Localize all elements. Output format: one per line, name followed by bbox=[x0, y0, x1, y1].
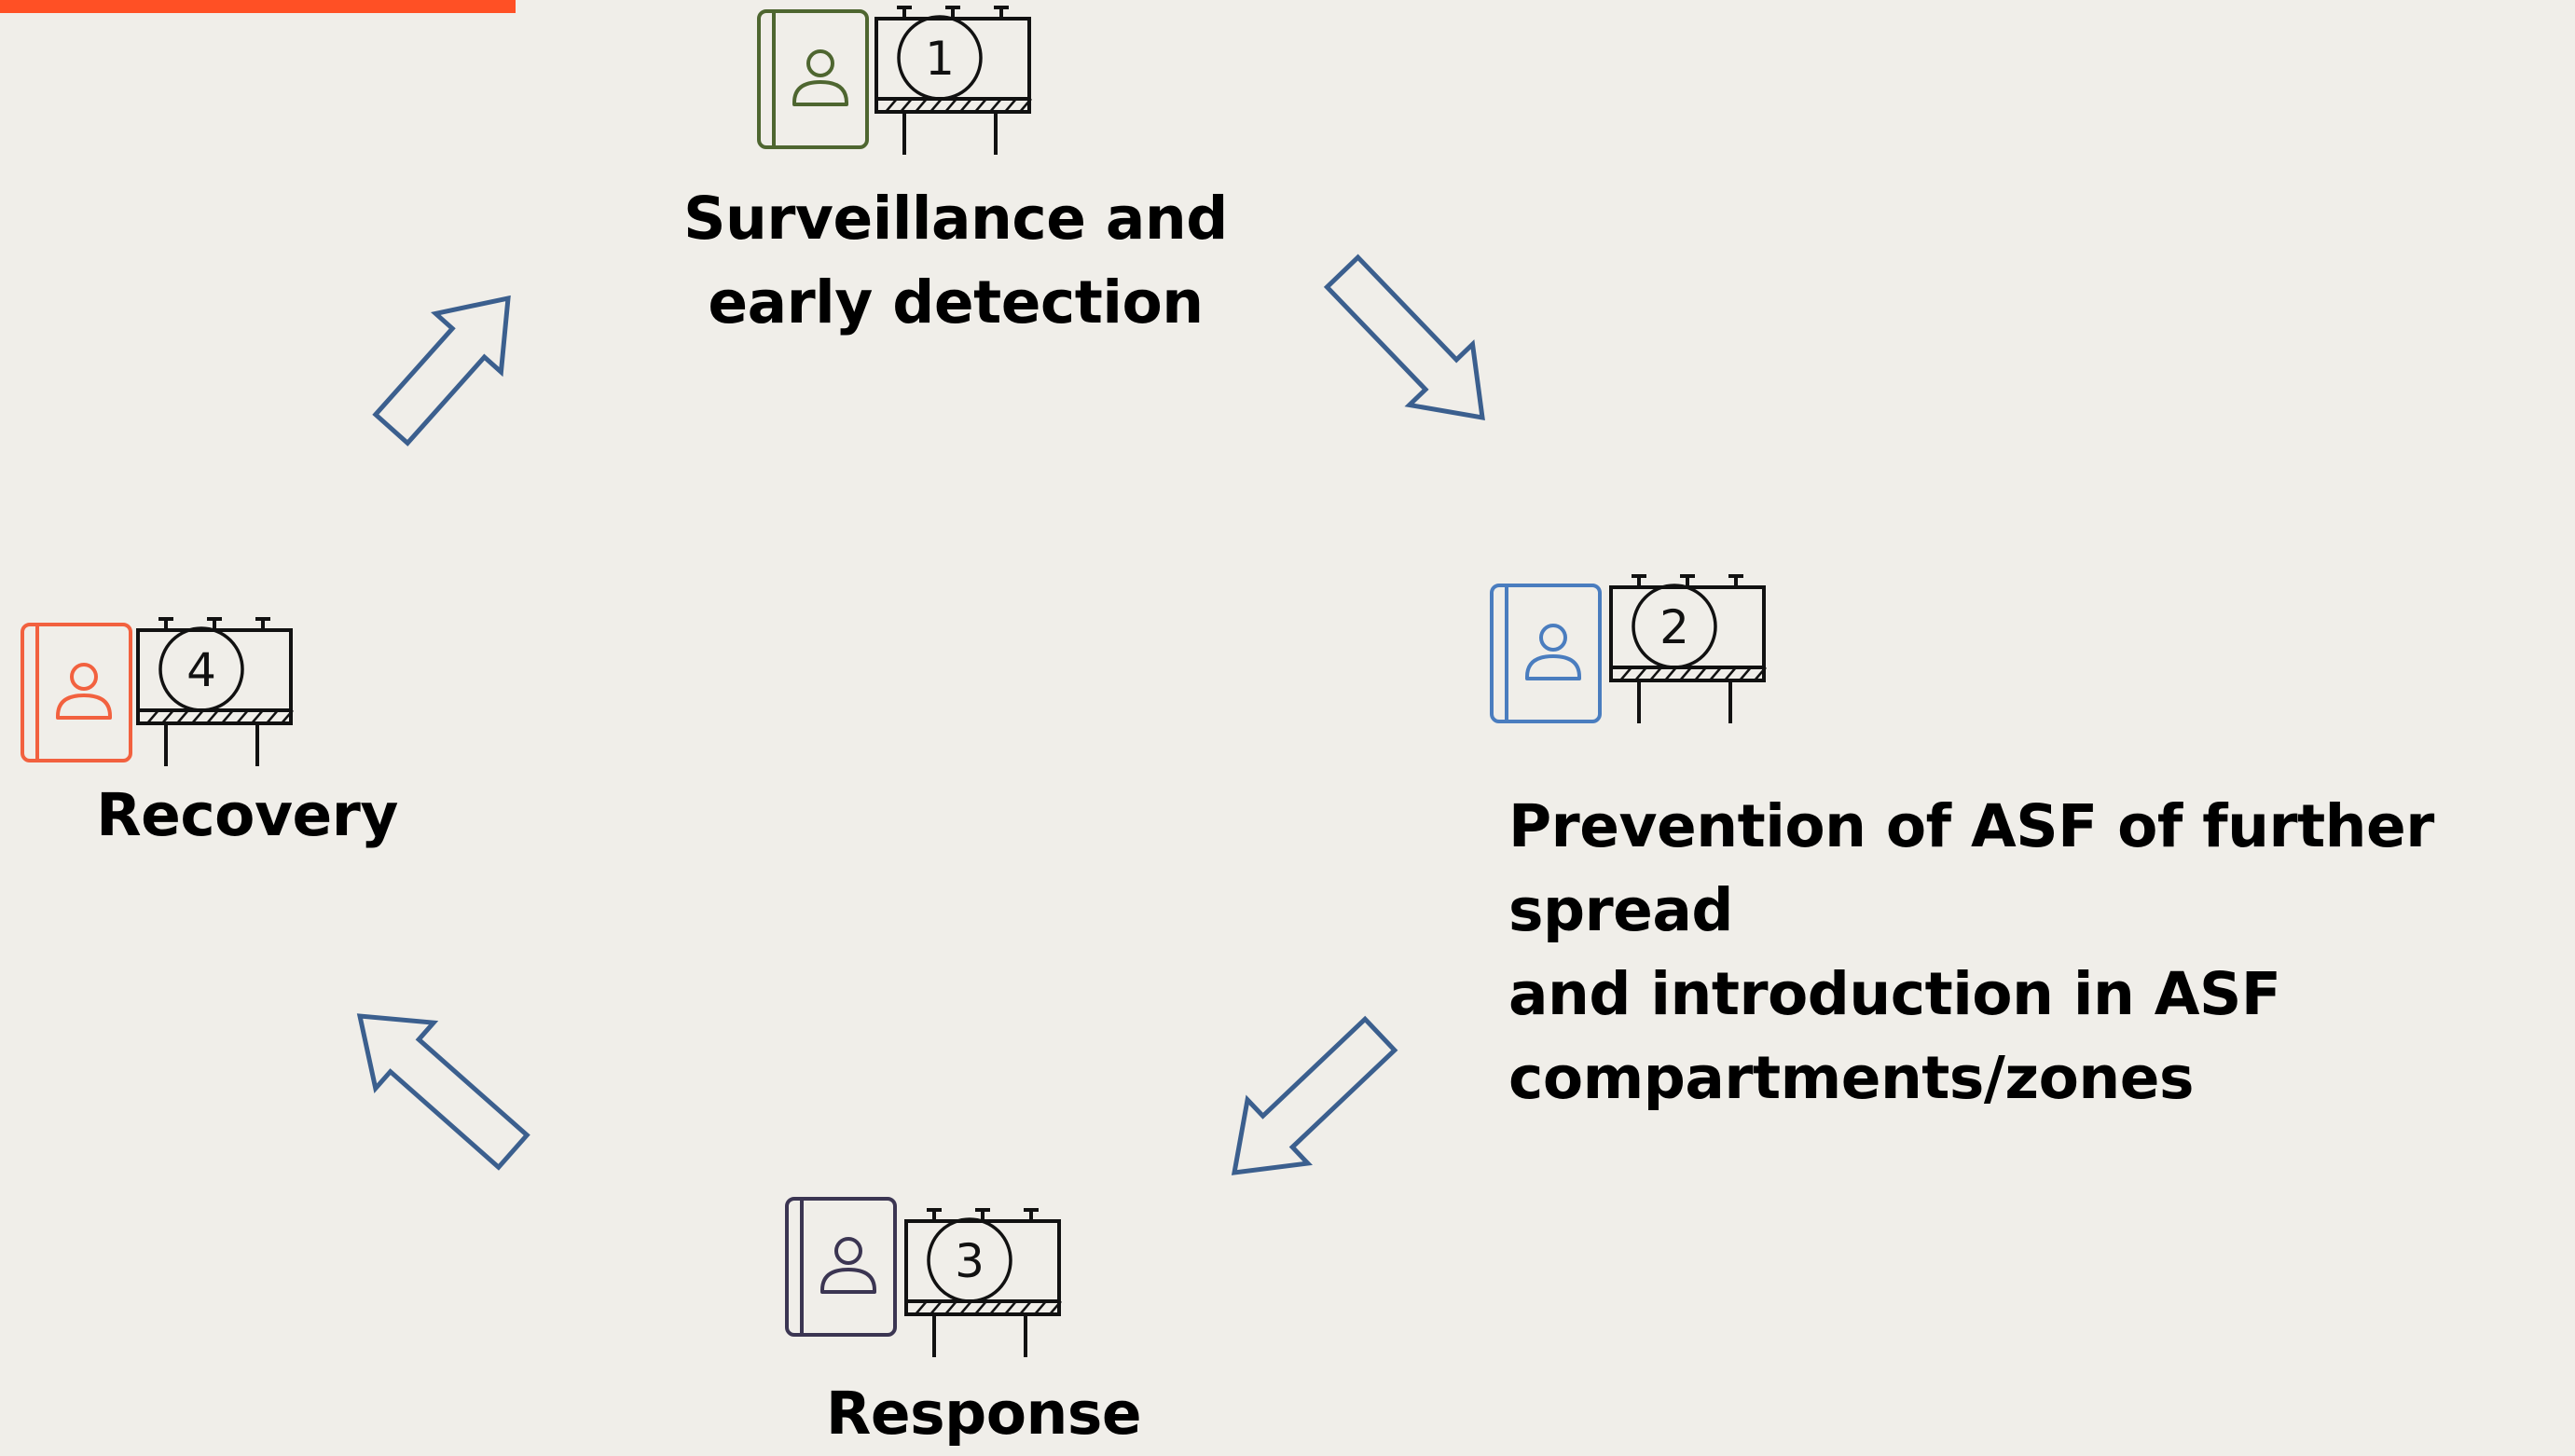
person-body bbox=[1525, 654, 1581, 680]
arrow-prevention-to-response bbox=[1231, 1015, 1398, 1175]
billboard-hatch bbox=[989, 1300, 1002, 1315]
billboard-walkway bbox=[874, 97, 1031, 114]
billboard-hatch bbox=[1004, 98, 1017, 113]
billboard-hatch bbox=[1709, 666, 1722, 681]
book-cover bbox=[785, 1197, 897, 1337]
step-3-book-icon bbox=[785, 1197, 897, 1337]
step-3-label: Response bbox=[825, 1380, 1142, 1448]
step-2-label: Prevention of ASF of further spread and … bbox=[1508, 792, 2434, 1112]
step-4-billboard-icon: 4 bbox=[136, 617, 294, 766]
person-head bbox=[834, 1237, 862, 1265]
billboard-hatch bbox=[1739, 666, 1752, 681]
step-1-label: Surveillance and early detection bbox=[683, 185, 1228, 337]
step-number-circle bbox=[927, 1217, 1012, 1303]
billboard-hatch bbox=[1049, 1300, 1062, 1315]
billboard-hatch bbox=[1649, 666, 1662, 681]
billboard-hatch bbox=[885, 98, 898, 113]
billboard-hatch bbox=[944, 1300, 957, 1315]
billboard-hatch bbox=[900, 98, 913, 113]
billboard-hatch bbox=[206, 709, 219, 724]
billboard-hatch bbox=[1634, 666, 1647, 681]
billboard-hatch bbox=[266, 709, 279, 724]
billboard-hatch bbox=[944, 98, 957, 113]
billboard-hatch bbox=[1694, 666, 1707, 681]
accent-bar bbox=[0, 0, 516, 13]
step-2-icon-group: 2 bbox=[1490, 574, 1767, 723]
billboard-hatch bbox=[915, 1300, 928, 1315]
person-head bbox=[806, 49, 834, 77]
billboard-hatch bbox=[1679, 666, 1692, 681]
billboard-hatch bbox=[161, 709, 174, 724]
billboard-hatch bbox=[1034, 1300, 1047, 1315]
billboard-hatch bbox=[281, 709, 294, 724]
step-1-billboard-icon: 1 bbox=[874, 6, 1032, 155]
billboard-hatch bbox=[1619, 666, 1632, 681]
billboard-hatch bbox=[176, 709, 189, 724]
step-4-label: Recovery bbox=[96, 781, 398, 849]
step-4-book-icon bbox=[21, 623, 132, 762]
person-body bbox=[792, 80, 848, 106]
billboard-hatch bbox=[1754, 666, 1767, 681]
book-cover bbox=[1490, 584, 1602, 723]
step-4-icon-group: 4 bbox=[21, 617, 294, 766]
billboard-walkway bbox=[904, 1299, 1061, 1316]
billboard-hatch bbox=[191, 709, 204, 724]
step-number-circle bbox=[1632, 584, 1717, 669]
person-head bbox=[1539, 624, 1567, 652]
person-body bbox=[820, 1268, 876, 1294]
billboard-hatch bbox=[959, 98, 972, 113]
billboard-walkway bbox=[136, 708, 293, 725]
step-3-icon-group: 3 bbox=[785, 1197, 1062, 1357]
cycle-arrows bbox=[356, 254, 1485, 1175]
step-number-circle bbox=[897, 15, 983, 101]
book-cover bbox=[21, 623, 132, 762]
billboard-hatch bbox=[251, 709, 264, 724]
billboard-hatch bbox=[236, 709, 249, 724]
billboard-hatch bbox=[1004, 1300, 1017, 1315]
book-cover bbox=[757, 9, 869, 149]
billboard-walkway bbox=[1609, 666, 1766, 682]
step-number-circle bbox=[158, 626, 244, 712]
billboard-hatch bbox=[221, 709, 234, 724]
billboard-hatch bbox=[1724, 666, 1737, 681]
step-2-billboard-icon: 2 bbox=[1609, 574, 1767, 723]
billboard-hatch bbox=[959, 1300, 972, 1315]
billboard-hatch bbox=[989, 98, 1002, 113]
billboard-hatch bbox=[1019, 1300, 1032, 1315]
arrow-response-to-recovery bbox=[356, 1013, 530, 1171]
step-number: 2 bbox=[1659, 600, 1689, 654]
step-number: 1 bbox=[925, 32, 955, 86]
step-2-book-icon bbox=[1490, 584, 1602, 723]
billboard-hatch bbox=[974, 1300, 987, 1315]
billboard-hatch bbox=[929, 98, 943, 113]
arrow-recovery-to-surveillance bbox=[372, 295, 511, 446]
step-number: 3 bbox=[955, 1234, 985, 1288]
arrow-surveillance-to-prevention bbox=[1323, 254, 1485, 421]
person-head bbox=[70, 663, 98, 691]
billboard-hatch bbox=[915, 98, 928, 113]
billboard-hatch bbox=[1664, 666, 1677, 681]
billboard-hatch bbox=[1019, 98, 1032, 113]
step-3-billboard-icon: 3 bbox=[904, 1208, 1062, 1357]
billboard-hatch bbox=[146, 709, 159, 724]
step-number: 4 bbox=[186, 643, 216, 697]
step-1-book-icon bbox=[757, 9, 869, 149]
person-body bbox=[56, 694, 112, 720]
billboard-hatch bbox=[929, 1300, 943, 1315]
step-1-icon-group: 1 bbox=[757, 6, 1032, 155]
billboard-hatch bbox=[974, 98, 987, 113]
